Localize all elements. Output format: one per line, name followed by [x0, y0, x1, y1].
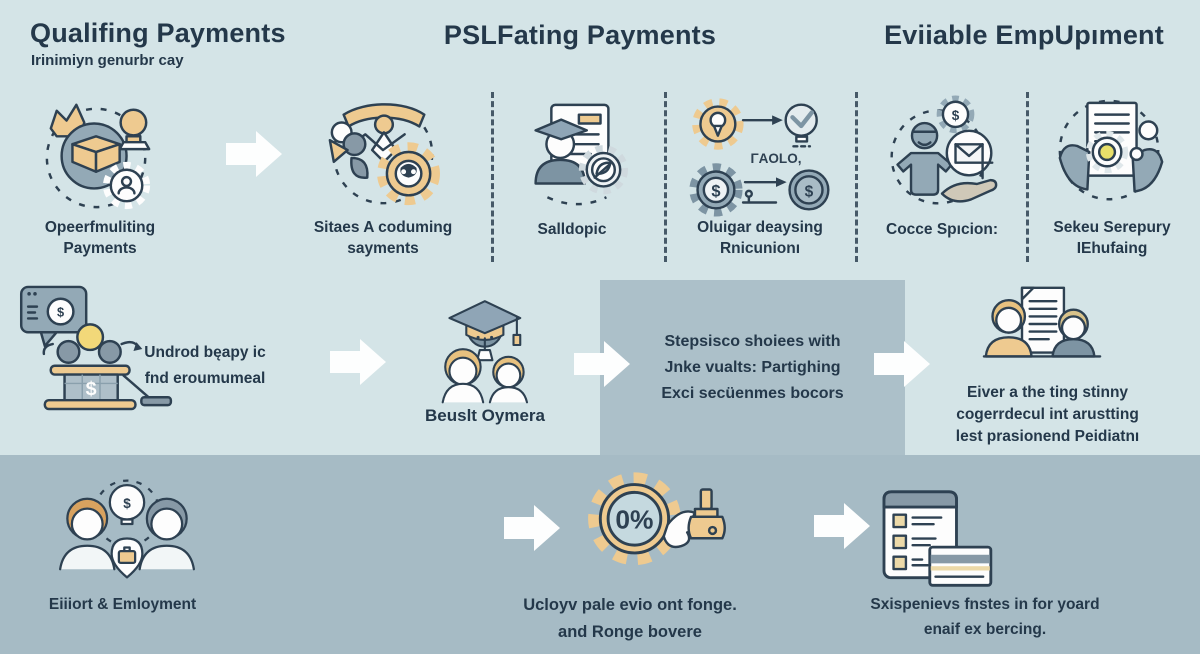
row1-item-label: Opeerfmuliting Payments [44, 219, 156, 257]
dollar-sign: $ [805, 184, 814, 201]
podium-speech-icon: $ $ [19, 285, 173, 411]
idea-head-icon [76, 323, 105, 352]
flow-arrow-icon [874, 341, 930, 387]
section-title-right: Eviiable EmpUpıment [884, 20, 1164, 50]
highlight-panel [600, 280, 905, 455]
checkbox-icon [892, 513, 908, 529]
leaf-icon [350, 156, 369, 179]
dollar-sign: $ [711, 183, 720, 201]
column-divider [855, 92, 858, 262]
dollar-sign: $ [86, 378, 97, 400]
graduate-document-icon [534, 103, 629, 206]
row1-item-label: Sitaes A coduming sayments [313, 219, 453, 257]
row1-item-label: Oluigar deaysing Rnicunionı [697, 219, 823, 257]
row1-item-label: Sekeu Serepury IEhufaing [1053, 219, 1171, 257]
row3-left-label: Eiiiort & Emloyment [48, 596, 197, 613]
checkbox-icon [892, 534, 908, 550]
podium-base [43, 398, 137, 411]
checkbox-icon [892, 555, 908, 571]
flow-arrow-icon [226, 131, 282, 177]
graduates-label: Beuslt Oymera [425, 406, 545, 425]
document-people-icon [982, 286, 1102, 358]
gear-icon [377, 142, 441, 206]
gavel-icon [699, 488, 713, 511]
flow-arrow-icon [504, 505, 560, 551]
percent-gear-gavel-icon: 0% [588, 472, 726, 566]
panel-text: Stepsisco shoiees with Jnke vualts: Part… [661, 332, 844, 402]
column-divider [1026, 92, 1029, 262]
dollar-sign: $ [952, 108, 960, 123]
document-icon [1020, 286, 1066, 354]
gear-icon [578, 145, 629, 195]
dollar-sign: $ [57, 304, 64, 319]
bottom-section-background [0, 455, 1200, 654]
map-gear-icon [328, 103, 441, 206]
row2-left-text: Undrod bęapy ic fnd eroumumeal [144, 344, 266, 387]
section-title-left: Qualifing Payments [30, 18, 286, 48]
gear-icon [689, 163, 743, 217]
flow-arrow-icon [574, 341, 630, 387]
stamp-icon [119, 108, 148, 137]
check-bulb-icon [784, 103, 818, 137]
row3-mid-label: Ucloyv pale evio ont fonge. and Ronge bo… [523, 596, 737, 641]
gear-icon [936, 95, 975, 134]
percent-value: 0% [615, 505, 653, 535]
flow-arrow-icon [814, 503, 870, 549]
gear-icon [1085, 130, 1129, 174]
arrow-icon [776, 177, 787, 187]
person-icon [56, 339, 81, 364]
stamp-text: ΓAOLO, [750, 151, 801, 166]
dollar-sign: $ [123, 496, 131, 511]
flow-arrow-icon [330, 339, 386, 385]
gear-icon [692, 98, 744, 150]
graduation-cap-icon [448, 300, 522, 335]
section-subtitle-left: Irinimiyn genurbr cay [31, 52, 184, 69]
section-title-center: PSLFating Payments [443, 20, 717, 50]
column-divider [491, 92, 494, 262]
hands-document-icon [1058, 99, 1164, 201]
row2-right-text: Eiver a the ting stinny cogerrdecul int … [955, 384, 1140, 445]
person-icon [97, 339, 122, 364]
checklist-card-icon [882, 490, 993, 587]
hand-icon [1058, 144, 1091, 191]
arrow-icon [772, 115, 783, 125]
row3-right-label: Sxispenievs fnstes in for yoard enaif ex… [870, 596, 1100, 638]
partners-idea-icon: $ [58, 479, 196, 579]
row1-item-label: Cocce Spıcion: [886, 221, 998, 238]
coin-hand-person-icon: $ [890, 95, 998, 205]
graduation-group-icon [441, 300, 529, 404]
row1-item-label: Salldopic [537, 221, 607, 238]
column-divider [664, 92, 667, 262]
qualifying-payments-icon [45, 103, 151, 210]
idea-exchange-icon: ΓAOLO, $ $ [689, 98, 830, 217]
hand-icon [940, 178, 998, 203]
podium-top [49, 364, 131, 376]
person-icon [373, 114, 395, 135]
briefcase-icon [117, 550, 137, 565]
